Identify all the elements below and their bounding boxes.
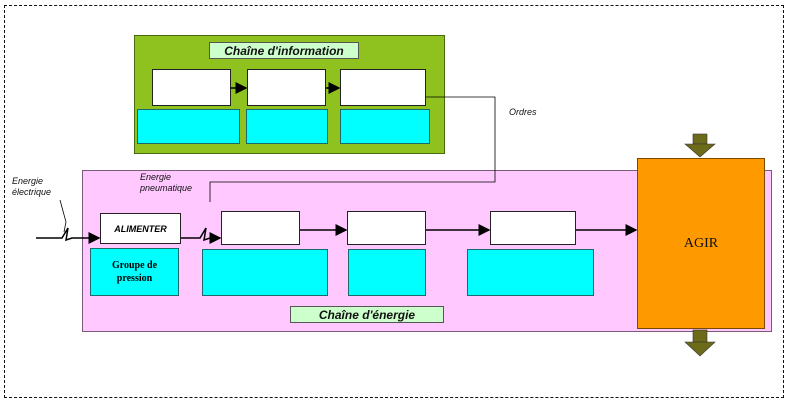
agir-block: AGIR <box>637 158 765 329</box>
ordres-label: Ordres <box>509 107 537 117</box>
agir-output-arrow <box>684 329 716 357</box>
groupe-label-line-2: pression <box>116 273 153 284</box>
groupe-de-pression-block: Groupe de pression <box>90 248 179 296</box>
energy-function-1 <box>221 211 300 245</box>
alimenter-block: ALIMENTER <box>100 213 181 244</box>
ordres-connector <box>209 96 496 202</box>
outer-frame <box>4 5 784 398</box>
energie-pneumatique-label: Energie pneumatique <box>140 172 210 194</box>
energy-chain-title: Chaîne d'énergie <box>290 306 444 323</box>
energy-component-2 <box>348 249 426 296</box>
energie-electrique-line-1: Energie <box>12 176 44 186</box>
information-chain-title: Chaîne d'information <box>209 42 359 59</box>
energie-pneumatique-line-1: Energie <box>140 172 172 182</box>
energie-electrique-line-2: électrique <box>12 187 52 197</box>
info-component-2 <box>246 109 328 144</box>
electrique-callout <box>59 199 67 233</box>
energy-function-2 <box>347 211 426 245</box>
energy-function-3 <box>490 211 576 245</box>
info-component-1 <box>137 109 240 144</box>
info-function-2 <box>247 69 326 106</box>
info-component-3 <box>340 109 430 144</box>
energie-pneumatique-line-2: pneumatique <box>140 183 193 193</box>
groupe-label-line-1: Groupe de <box>111 260 158 271</box>
electrique-input-arrow <box>36 227 99 242</box>
agir-input-arrow <box>684 133 716 158</box>
info-function-3 <box>340 69 426 106</box>
info-function-1 <box>152 69 231 106</box>
energy-component-1 <box>202 249 328 296</box>
energy-component-3 <box>467 249 594 296</box>
energie-electrique-label: Energie électrique <box>12 176 72 198</box>
